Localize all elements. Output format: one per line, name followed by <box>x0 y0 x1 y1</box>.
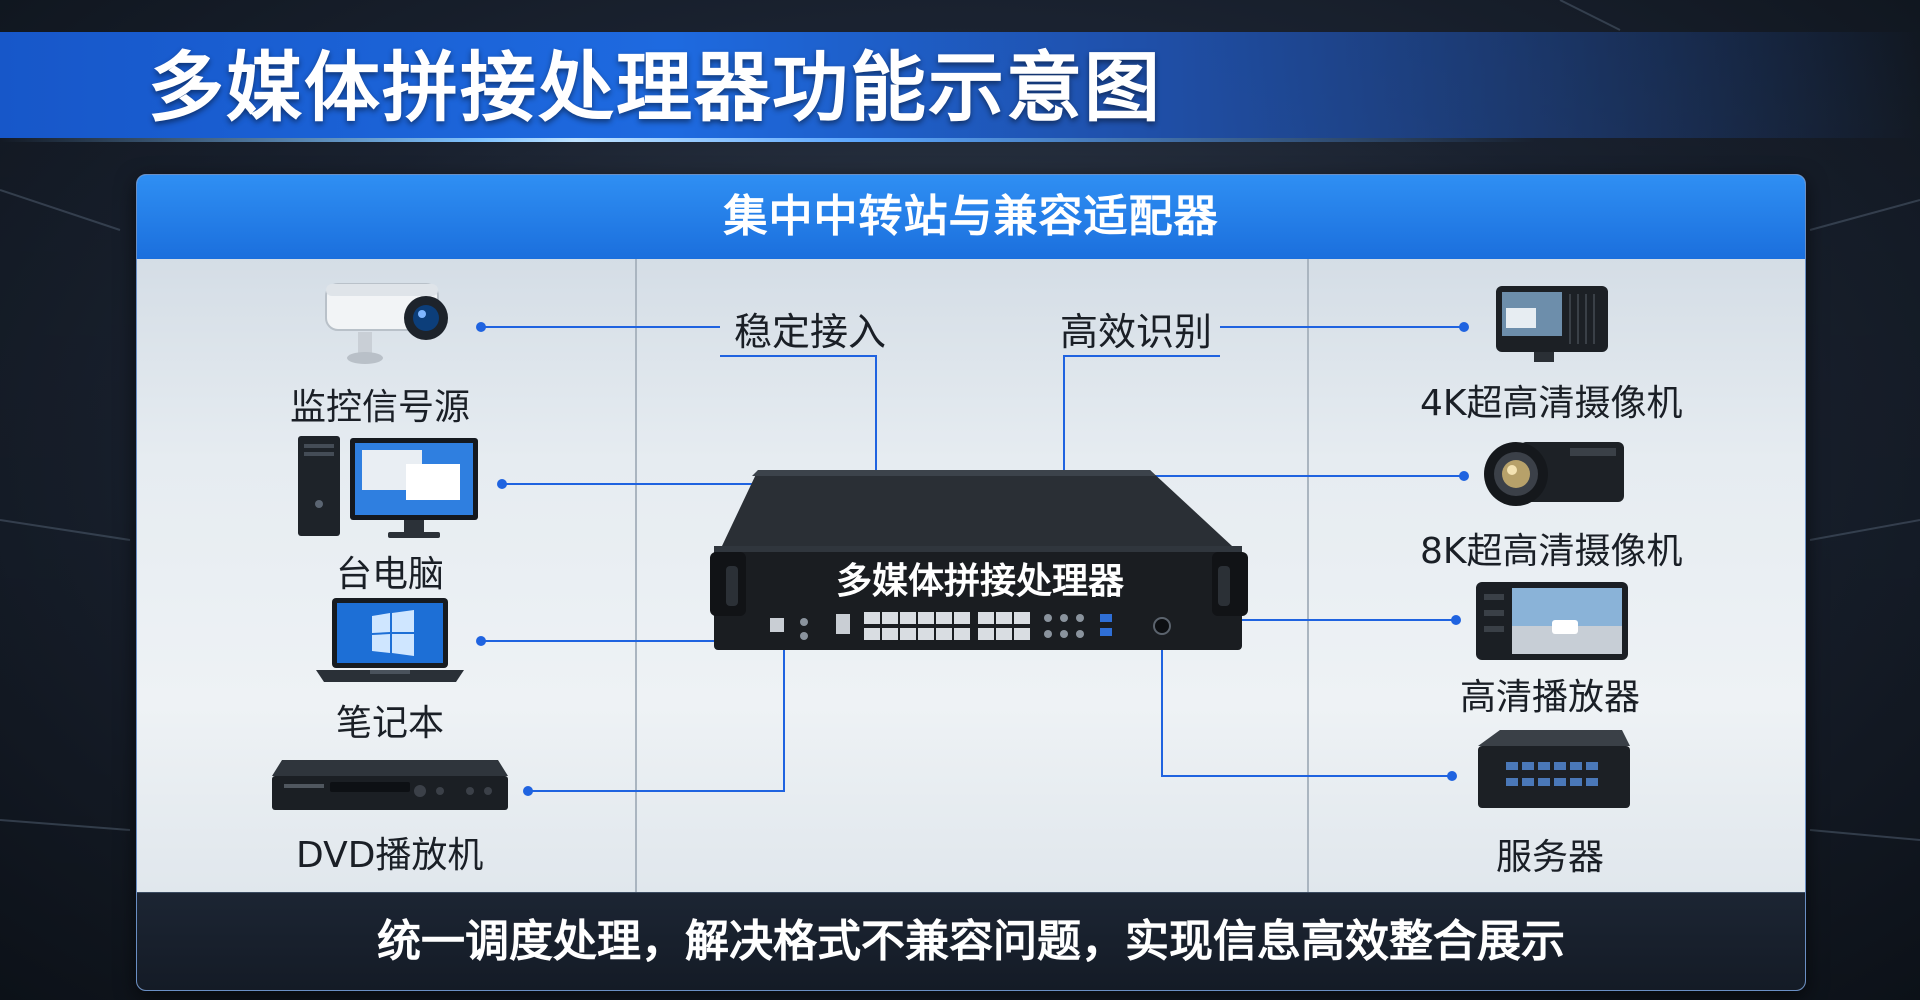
column-divider-right <box>1307 259 1309 893</box>
processor-device-icon <box>710 470 1248 650</box>
dvd-player-icon <box>272 760 508 810</box>
panel-header: 集中中转站与兼容适配器 <box>137 175 1805 259</box>
8k-camera-icon <box>1484 442 1624 506</box>
4k-camera-icon <box>1496 286 1608 362</box>
output-label-8k-camera: 8K超高清摄像机 <box>1420 531 1683 572</box>
output-label-hd-player: 高清播放器 <box>1460 677 1641 718</box>
processor-label: 多媒体拼接处理器 <box>836 561 1125 602</box>
server-icon <box>1478 730 1630 808</box>
laptop-icon <box>316 598 464 682</box>
desktop-computer-icon <box>298 436 478 538</box>
output-label-4k-camera: 4K超高清摄像机 <box>1420 383 1683 424</box>
page-title: 多媒体拼接处理器功能示意图 <box>148 43 1162 132</box>
feature-label-stable-access: 稳定接入 <box>734 310 887 354</box>
feature-label-efficient-recognition: 高效识别 <box>1060 310 1213 354</box>
input-label-desktop: 台电脑 <box>336 554 445 595</box>
input-label-dvd: DVD播放机 <box>296 835 484 876</box>
title-bar <box>0 32 1920 142</box>
column-divider-left <box>635 259 637 893</box>
security-camera-icon <box>325 283 448 364</box>
output-label-server: 服务器 <box>1496 837 1605 878</box>
input-label-laptop: 笔记本 <box>336 703 445 744</box>
hd-player-icon <box>1476 582 1628 660</box>
input-label-surveillance: 监控信号源 <box>290 387 471 428</box>
panel-footer: 统一调度处理，解决格式不兼容问题，实现信息高效整合展示 <box>137 892 1805 990</box>
